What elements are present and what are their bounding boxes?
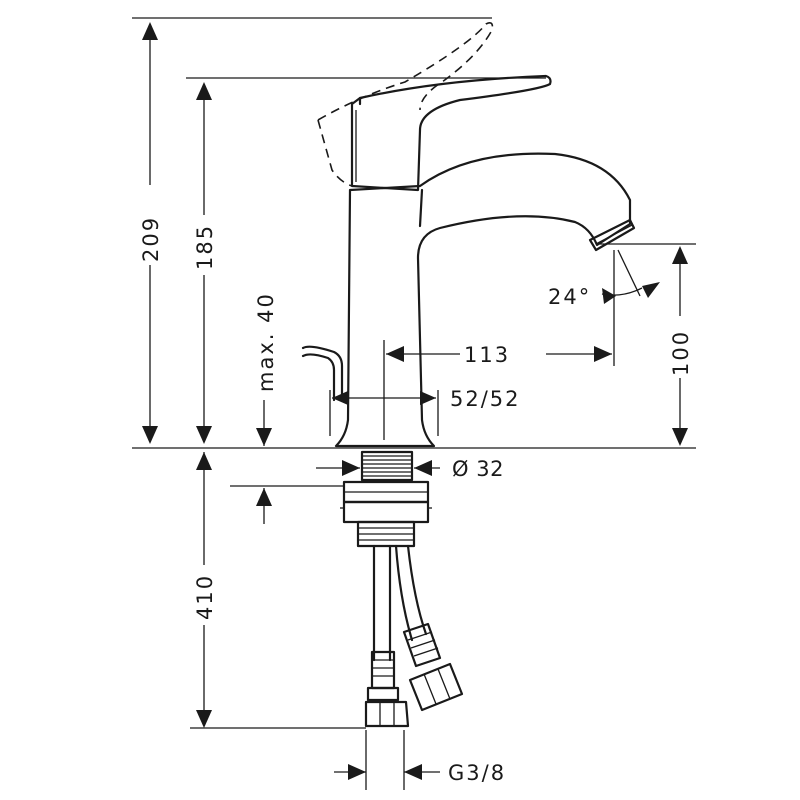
dimension-52-52 xyxy=(332,391,436,405)
faucet-body xyxy=(334,152,636,448)
supply-hoses xyxy=(364,544,464,728)
dimension-angle-24 xyxy=(601,282,660,304)
dimension-g3-8-label: G3/8 xyxy=(448,761,506,785)
dimension-max-40-label: max. 40 xyxy=(254,292,278,392)
dimension-g3-8 xyxy=(334,764,440,780)
dimension-410 xyxy=(190,452,218,728)
dimension-100-label: 100 xyxy=(669,330,693,376)
dimension-angle-24-label: 24° xyxy=(548,285,591,309)
dimension-209-label: 209 xyxy=(139,216,163,262)
drain-rod xyxy=(301,345,344,402)
dimension-113 xyxy=(386,346,612,362)
dimension-410-label: 410 xyxy=(193,574,217,620)
dimension-diameter-32-label: Ø 32 xyxy=(452,457,504,481)
dimension-185-label: 185 xyxy=(193,224,217,270)
dimension-209 xyxy=(136,22,164,444)
extension-lines xyxy=(132,17,696,790)
lever-open-position xyxy=(317,22,494,187)
dimension-max-40 xyxy=(256,400,272,524)
dimension-52-52-label: 52/52 xyxy=(450,387,521,411)
dimension-113-label: 113 xyxy=(464,343,510,367)
lever-handle xyxy=(350,74,552,192)
dimension-100 xyxy=(666,246,694,446)
threaded-shank xyxy=(340,450,432,548)
dimension-diameter-32 xyxy=(316,460,440,476)
dimension-185 xyxy=(190,82,218,444)
